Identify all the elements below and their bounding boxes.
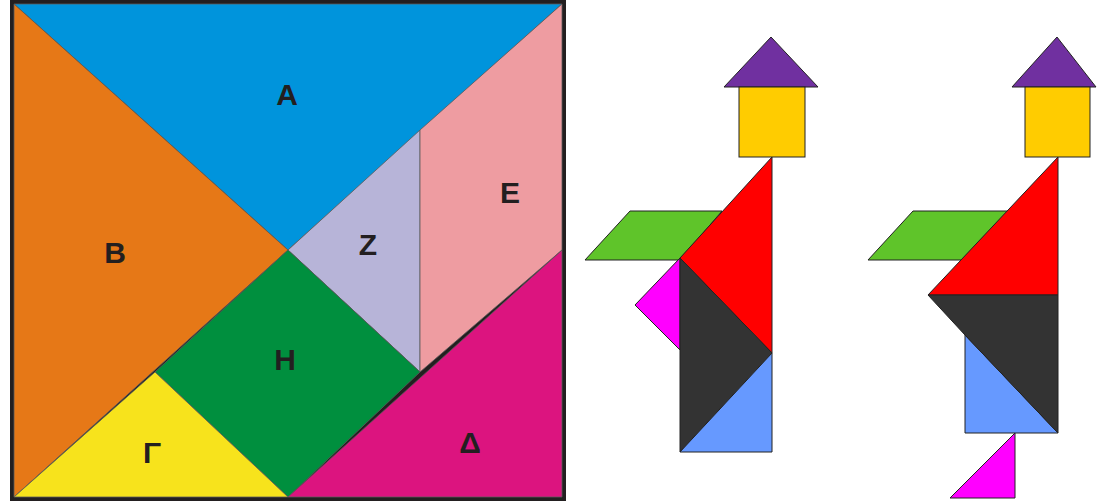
figure-one xyxy=(585,37,818,452)
piece-letter: Ε xyxy=(500,178,520,208)
piece-letter: Δ xyxy=(459,428,481,458)
piece-shape xyxy=(288,250,562,497)
piece-letter: Ζ xyxy=(359,230,377,260)
piece-letter: Β xyxy=(104,238,126,268)
piece-letter: Α xyxy=(276,80,298,110)
piece-letter: Η xyxy=(274,345,296,375)
small-triangle: Γ xyxy=(14,372,288,497)
figure-two xyxy=(868,37,1096,498)
piece-shape xyxy=(14,372,288,497)
piece-letter: Γ xyxy=(143,438,161,468)
medium-triangle: Δ xyxy=(288,250,562,497)
